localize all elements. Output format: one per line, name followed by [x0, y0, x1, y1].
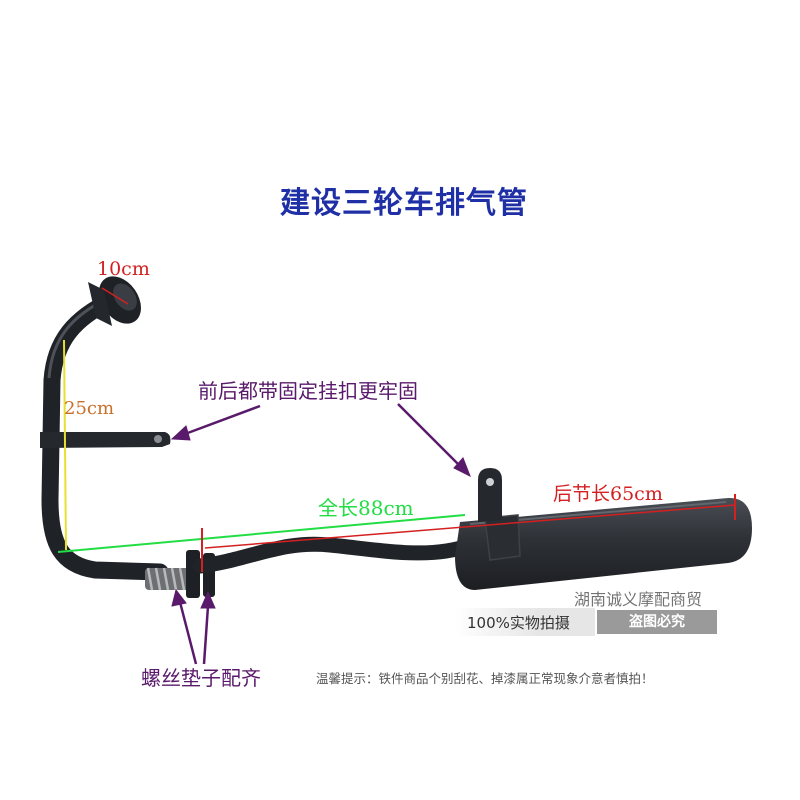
real-photo-banner: 100%实物拍摄 盗图必究: [455, 608, 725, 636]
exhaust-flange: [88, 276, 141, 326]
arrow-to-front-bracket: [170, 404, 261, 441]
total-length-guide-line: [57, 514, 466, 553]
copyright-stamp: 盗图必究: [597, 610, 717, 634]
top-diameter-guide-line: [101, 287, 129, 305]
mid-pipe: [192, 536, 478, 574]
bracket-note: 前后都带固定挂扣更牢固: [198, 379, 418, 403]
total-length-label: 全长88cm: [318, 496, 414, 520]
banner-background: [455, 608, 595, 636]
arrow-to-clamp: [200, 590, 216, 665]
spring-coupling: [145, 567, 191, 591]
front-mounting-bracket: [40, 432, 171, 448]
height-guide-line: [63, 339, 67, 551]
notice-text: 温馨提示：铁件商品个别刮花、掉漆属正常现象介意者慎拍！: [316, 671, 654, 686]
arrow-to-spring: [171, 588, 198, 665]
arrow-to-rear-hanger: [397, 403, 471, 478]
shop-watermark: 湖南诚义摩配商贸: [574, 590, 703, 609]
real-photo-text: 100%实物拍摄: [467, 614, 570, 632]
rear-length-guide-line: [204, 504, 736, 549]
top-diameter-label: 10cm: [97, 258, 150, 280]
rear-length-label: 后节长65cm: [553, 483, 663, 505]
screw-note: 螺丝垫子配齐: [141, 666, 261, 690]
height-label: 25cm: [64, 398, 115, 419]
product-title: 建设三轮车排气管: [280, 186, 528, 221]
rear-hanger-tab: [478, 468, 502, 522]
hanger-hole: [486, 478, 494, 486]
